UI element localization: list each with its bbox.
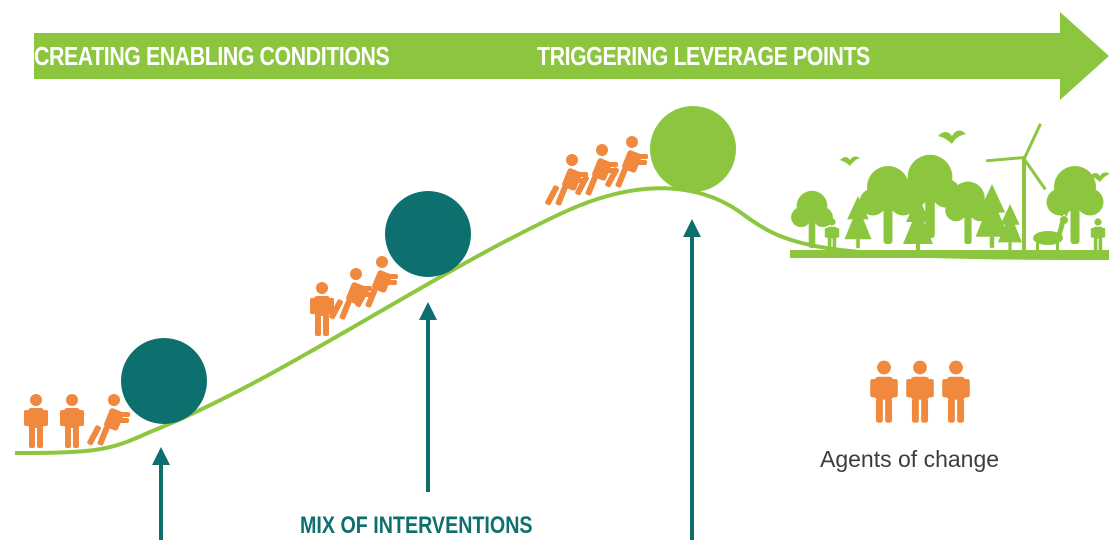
bird-icon <box>938 130 966 144</box>
deer-icon <box>1033 205 1070 255</box>
person-icon <box>942 360 970 423</box>
person-icon <box>86 394 130 450</box>
agent-group-1 <box>24 394 130 450</box>
bird-icon <box>1090 172 1109 182</box>
person-icon <box>310 282 334 336</box>
agent-group-2 <box>310 256 398 336</box>
person-icon <box>60 394 84 448</box>
person-icon <box>906 360 934 423</box>
progress-banner-arrow <box>34 12 1109 100</box>
intervention-arrow-2 <box>419 302 437 492</box>
person-icon <box>574 144 618 200</box>
intervention-arrow-1 <box>152 447 170 540</box>
forest-landscape-icon <box>790 123 1109 258</box>
person-icon <box>24 394 48 448</box>
agents-legend-label: Agents of change <box>820 446 1000 472</box>
person-icon <box>870 360 898 423</box>
stage-label-enabling: CREATING ENABLING CONDITIONS <box>34 41 390 71</box>
bird-icon <box>840 156 860 166</box>
agents-legend-icon <box>870 360 970 423</box>
interventions-label: MIX OF INTERVENTIONS <box>300 512 533 539</box>
intervention-arrow-3 <box>683 219 701 540</box>
wind-turbine-icon <box>985 123 1047 253</box>
boulder-3 <box>650 106 736 192</box>
boulder-1 <box>121 338 207 424</box>
stage-label-leverage: TRIGGERING LEVERAGE POINTS <box>537 41 870 71</box>
boulder-2 <box>385 191 471 277</box>
